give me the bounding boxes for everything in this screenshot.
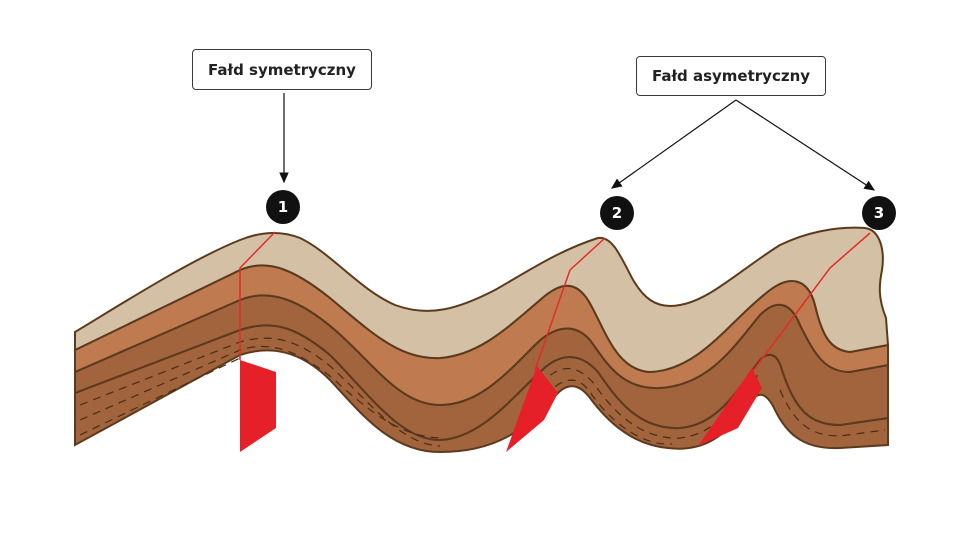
rock-layer-top [74, 226, 890, 374]
symmetric-fold-label: Fałd symetryczny [192, 49, 372, 90]
arrow-to-fold-2 [611, 99, 737, 189]
fold-axial-lines [239, 231, 871, 376]
pointer-arrows [279, 93, 876, 191]
axial-line-3 [749, 232, 871, 376]
axial-plane-marker-2 [506, 366, 558, 452]
asymmetric-fold-label: Fałd asymetryczny [636, 56, 826, 96]
axial-plane-marker-3 [698, 368, 762, 446]
arrow-to-fold-3 [735, 99, 876, 191]
axial-line-2 [534, 237, 606, 371]
axial-plane-marker-1 [240, 360, 276, 452]
fold-marker-1: 1 [266, 190, 300, 224]
fold-marker-2: 2 [600, 196, 634, 230]
axial-line-1 [239, 231, 276, 360]
fold-marker-3: 3 [862, 196, 896, 230]
